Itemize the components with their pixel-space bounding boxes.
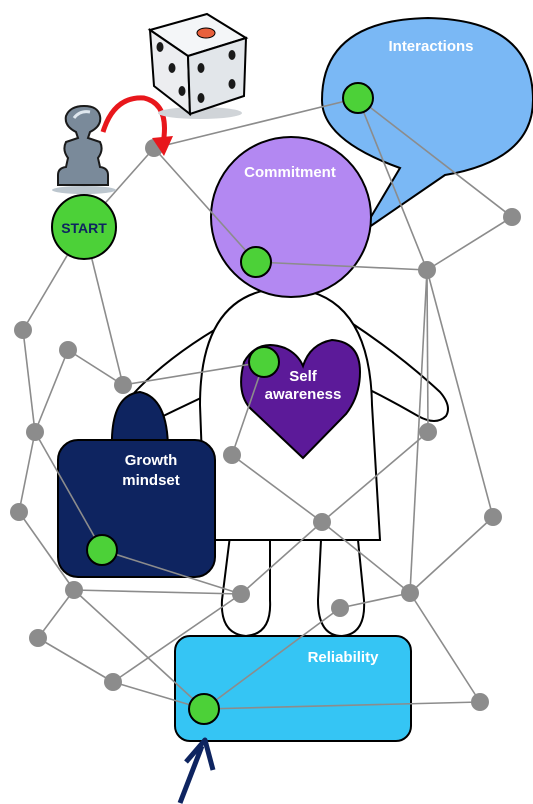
self-awareness-label-line1: Self xyxy=(289,368,318,385)
bag-handle xyxy=(110,390,169,451)
commitment-label: Commitment xyxy=(244,164,336,181)
path-node xyxy=(484,508,502,526)
interactions-label: Interactions xyxy=(388,38,473,55)
growth-mindset-node xyxy=(86,534,118,566)
interactions-node xyxy=(342,82,374,114)
start-label: START xyxy=(61,220,107,236)
path-node xyxy=(503,208,521,226)
path-node xyxy=(313,513,331,531)
growth-mindset-label-line2: mindset xyxy=(122,472,180,489)
path-node xyxy=(104,673,122,691)
path-node xyxy=(331,599,349,617)
start-node: START xyxy=(51,194,117,260)
path-node xyxy=(59,341,77,359)
path-node xyxy=(26,423,44,441)
network-edges xyxy=(18,97,513,710)
speech-bubble xyxy=(320,16,533,233)
path-node xyxy=(401,584,419,602)
path-node xyxy=(232,585,250,603)
commitment-node xyxy=(240,246,272,278)
path-node xyxy=(223,446,241,464)
path-node xyxy=(114,376,132,394)
path-node xyxy=(471,693,489,711)
start-circle xyxy=(51,194,117,260)
path-nodes xyxy=(10,139,521,711)
reliability-label: Reliability xyxy=(308,649,380,666)
milestone-nodes xyxy=(86,82,374,725)
commitment-circle xyxy=(210,136,372,298)
path-node xyxy=(419,423,437,441)
self-awareness-label-line2: awareness xyxy=(265,386,342,403)
path-node xyxy=(14,321,32,339)
path-node xyxy=(65,581,83,599)
growth-mindset-label-line1: Growth xyxy=(125,452,178,469)
path-node xyxy=(10,503,28,521)
curved-arrow-icon xyxy=(100,95,173,156)
self-awareness-node xyxy=(248,346,280,378)
up-arrow-icon xyxy=(177,737,216,804)
path-node xyxy=(418,261,436,279)
dice-icon xyxy=(147,12,249,119)
chess-pawn-icon xyxy=(52,104,116,194)
interactions-bubble xyxy=(320,16,533,233)
reliability-node xyxy=(188,693,220,725)
reliability-box xyxy=(174,635,412,742)
right-arm xyxy=(343,320,449,422)
path-node xyxy=(29,629,47,647)
